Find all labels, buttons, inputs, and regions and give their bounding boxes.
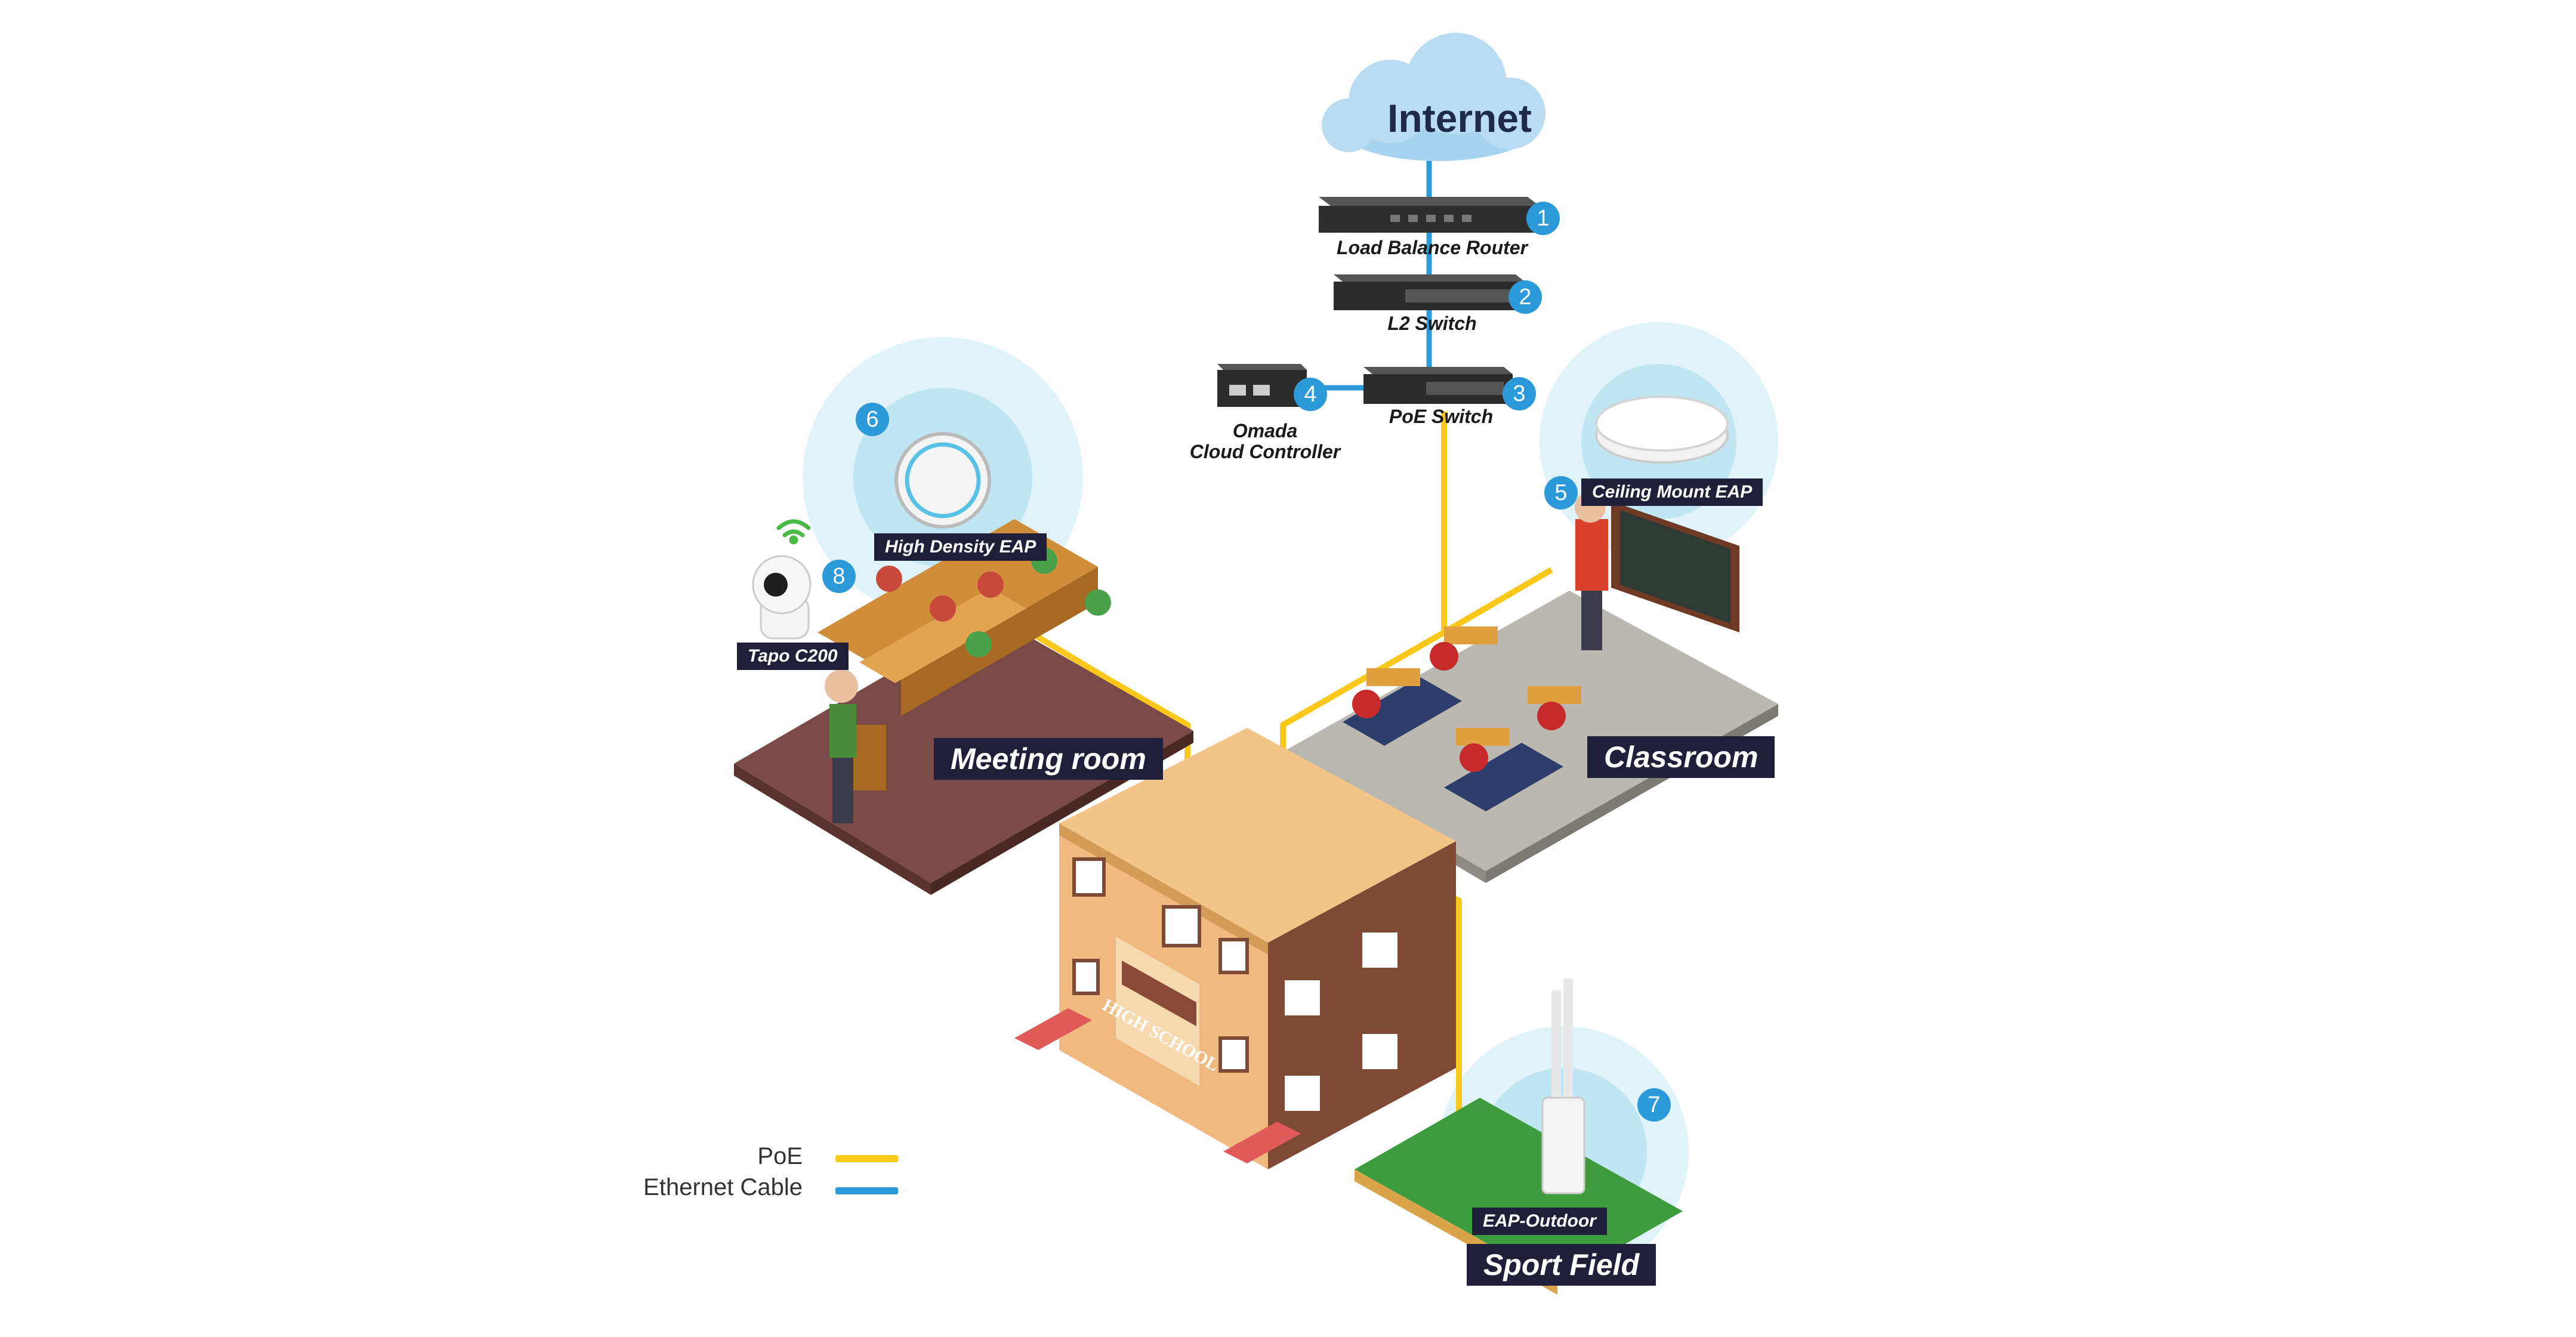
l2-switch-device — [1334, 274, 1525, 310]
ethernet-cables — [1307, 149, 1432, 391]
l2-switch-label: L2 Switch — [1387, 313, 1477, 334]
ceiling-mount-eap-tag: Ceiling Mount EAP — [1581, 478, 1763, 506]
classroom-tag: Classroom — [1587, 736, 1775, 778]
load-balance-router-label: Load Balance Router — [1336, 237, 1528, 258]
legend-ethernet-swatch — [835, 1187, 898, 1194]
poe-switch-label: PoE Switch — [1389, 406, 1494, 427]
internet-cloud — [1322, 33, 1545, 161]
internet-label: Internet — [1387, 96, 1532, 140]
load-balance-router-device — [1319, 197, 1540, 233]
legend-ethernet-label: Ethernet Cable — [643, 1174, 803, 1200]
badge-8: 8 — [822, 560, 856, 593]
badge-2: 2 — [1508, 280, 1542, 314]
high-density-eap-tag: High Density EAP — [874, 533, 1047, 561]
omada-controller-device — [1217, 364, 1307, 407]
ceiling-mount-eap-device — [1595, 396, 1729, 464]
wifi-signal-icon — [776, 519, 811, 545]
eap-outdoor-tag: EAP-Outdoor — [1472, 1208, 1607, 1235]
badge-1: 1 — [1526, 202, 1560, 235]
tapo-c200-tag: Tapo C200 — [737, 643, 849, 670]
badge-5: 5 — [1544, 476, 1578, 510]
badge-7: 7 — [1637, 1088, 1671, 1122]
poe-switch-device — [1363, 367, 1513, 404]
high-density-eap-device — [894, 432, 991, 529]
legend-poe-swatch — [835, 1155, 898, 1162]
badge-6: 6 — [856, 403, 889, 436]
omada-label-line2: Cloud Controller — [1189, 441, 1341, 462]
school-building — [1014, 728, 1456, 1169]
badge-3: 3 — [1503, 377, 1536, 410]
sport-field-tag: Sport Field — [1467, 1244, 1656, 1286]
omada-label-line1: Omada — [1232, 420, 1298, 441]
meeting-room-tag: Meeting room — [934, 738, 1163, 780]
badge-4: 4 — [1294, 378, 1327, 411]
legend-poe-label: PoE — [757, 1143, 803, 1169]
tapo-c200-device — [752, 555, 812, 640]
